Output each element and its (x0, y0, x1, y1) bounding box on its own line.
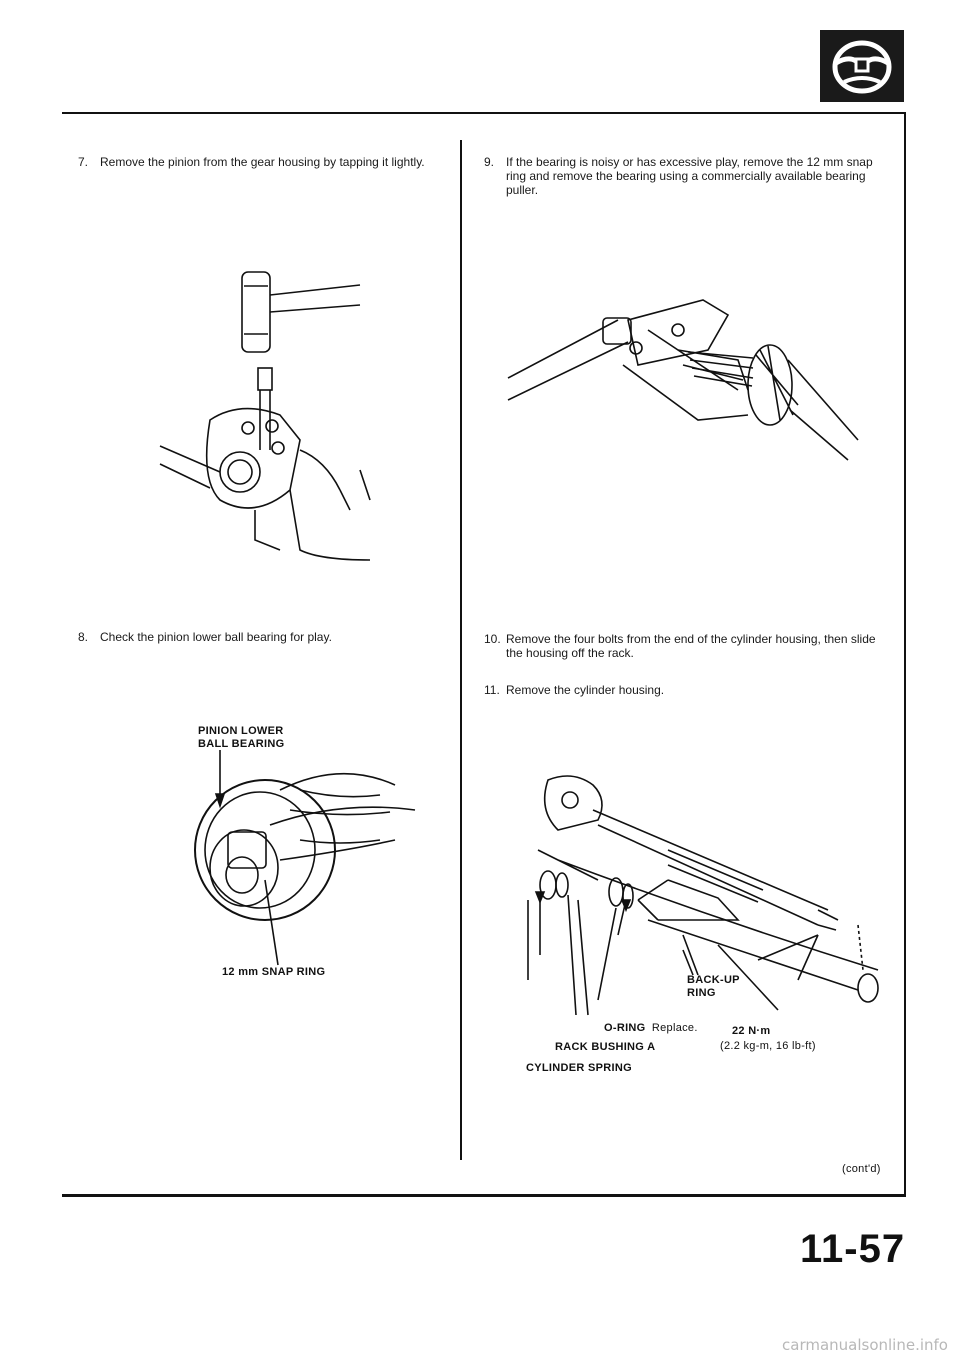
step-number: 8. (78, 630, 89, 644)
label-torque: 22 N·m (732, 1025, 771, 1037)
cylinder-housing-figure (527, 775, 879, 1016)
bearing-puller-figure (507, 299, 859, 461)
page-number: 11-57 (800, 1227, 906, 1271)
cont-label: (cont'd) (842, 1163, 881, 1175)
step-text: Check the pinion lower ball bearing for … (100, 630, 332, 644)
step-text: Remove the cylinder housing. (506, 683, 665, 697)
step-number: 7. (78, 155, 89, 169)
label-cylinder-spring: CYLINDER SPRING (526, 1062, 632, 1074)
label-pinion-lower: PINION LOWER (198, 725, 284, 737)
label-backup-ring: BACK-UP (687, 974, 740, 986)
top-rule (62, 112, 906, 114)
label-torque-alt: (2.2 kg-m, 16 lb-ft) (720, 1040, 816, 1052)
label-snap-ring: 12 mm SNAP RING (222, 966, 326, 978)
o-ring-text: O-RING (604, 1022, 646, 1034)
ball-bearing-figure (194, 750, 416, 966)
column-divider (460, 140, 462, 1160)
pinion-removal-figure (159, 271, 371, 561)
label-o-ring: O-RING Replace. (604, 1022, 698, 1034)
step-number: 10. (484, 632, 501, 646)
watermark-bar: carmanualsonline.info (0, 1330, 960, 1358)
label-backup-ring-2: RING (687, 987, 716, 999)
label-rack-bushing: RACK BUSHING A (555, 1041, 656, 1053)
section-tab (820, 30, 904, 102)
step-number: 9. (484, 155, 495, 169)
o-ring-note: Replace. (651, 1022, 698, 1034)
bottom-rule (62, 1194, 906, 1197)
step-number: 11. (484, 683, 500, 697)
label-ball-bearing: BALL BEARING (198, 738, 285, 750)
steering-wheel-icon (832, 40, 892, 94)
watermark-text: carmanualsonline.info (782, 1336, 948, 1354)
step-text: Remove the pinion from the gear housing … (100, 155, 425, 169)
step-text: Remove the four bolts from the end of th… (506, 632, 876, 660)
right-border (904, 112, 906, 1196)
step-text: If the bearing is noisy or has excessive… (506, 155, 873, 197)
